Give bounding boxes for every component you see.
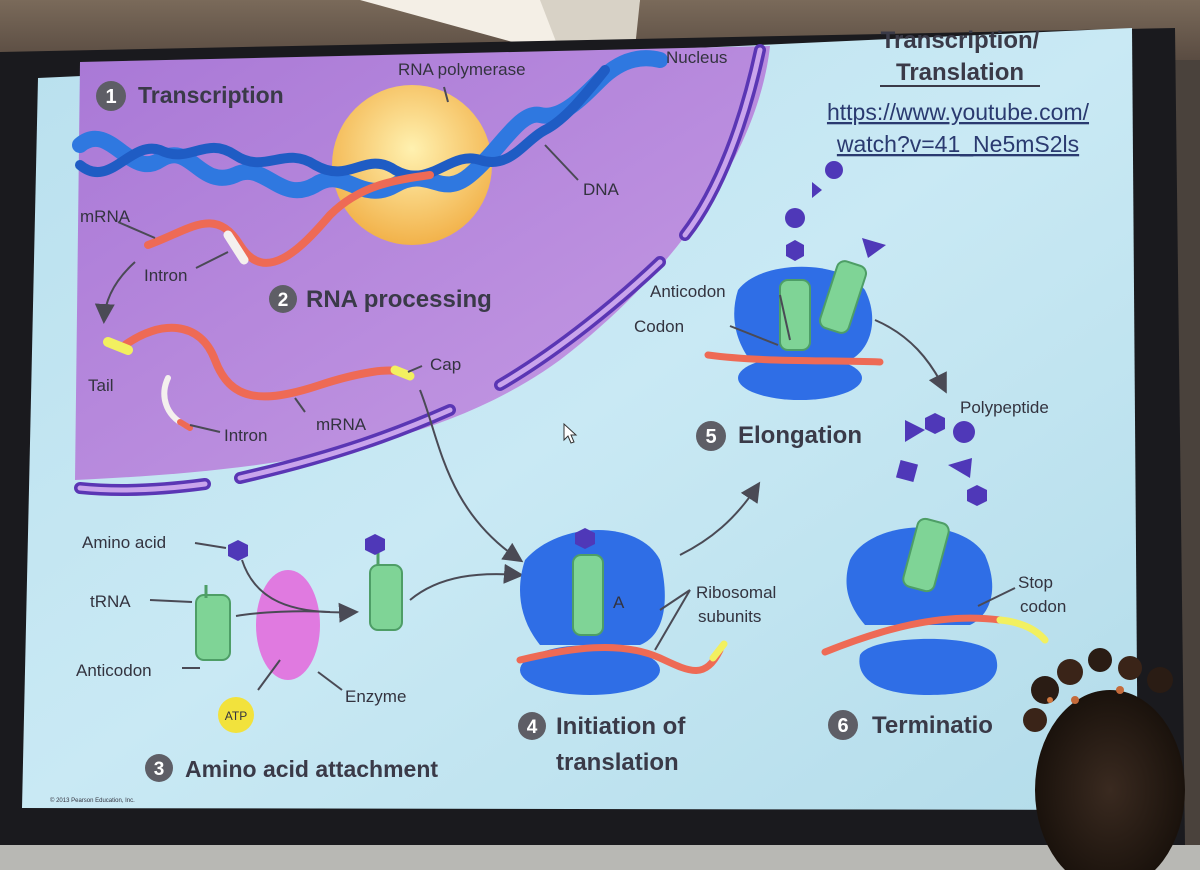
label-polypeptide: Polypeptide xyxy=(960,398,1049,417)
label-atp: ATP xyxy=(225,709,247,723)
step5-number: 5 xyxy=(705,426,716,448)
label-mrna-top: mRNA xyxy=(80,207,131,226)
label-ribosomal: Ribosomal xyxy=(696,583,776,602)
step4-label-line2: translation xyxy=(556,749,679,776)
label-subunits: subunits xyxy=(698,607,761,626)
step1-label: Transcription xyxy=(138,82,284,108)
step5-label: Elongation xyxy=(738,422,862,449)
label-nucleus: Nucleus xyxy=(666,48,727,67)
step2-label: RNA processing xyxy=(306,286,492,313)
slide-title-line2: Translation xyxy=(896,59,1024,86)
label-stop: Stop xyxy=(1018,573,1053,592)
trna-left xyxy=(196,595,230,660)
copyright-note: © 2013 Pearson Education, Inc. xyxy=(50,797,135,804)
label-cap: Cap xyxy=(430,355,461,374)
label-anticodon-left: Anticodon xyxy=(76,661,152,680)
label-site-a: A xyxy=(613,593,625,612)
label-tail: Tail xyxy=(88,376,114,395)
video-link-line2[interactable]: watch?v=41_Ne5mS2ls xyxy=(836,131,1079,157)
label-trna: tRNA xyxy=(90,592,131,611)
slide-title-line1: Transcription/ xyxy=(881,27,1040,54)
trna-charged xyxy=(370,565,402,630)
label-stop-codon: codon xyxy=(1020,597,1066,616)
wall-bottom xyxy=(0,845,1200,870)
label-enzyme: Enzyme xyxy=(345,687,406,706)
step3-number: 3 xyxy=(154,759,165,780)
video-link-line1[interactable]: https://www.youtube.com/ xyxy=(827,99,1090,125)
label-codon: Codon xyxy=(634,317,684,336)
enzyme-shape xyxy=(256,570,320,680)
step6-number: 6 xyxy=(837,715,848,737)
label-rna-polymerase: RNA polymerase xyxy=(398,60,526,79)
step6-label: Terminatio xyxy=(872,712,993,739)
step3-label: Amino acid attachment xyxy=(185,756,438,782)
step4-number: 4 xyxy=(527,717,538,738)
step1-number: 1 xyxy=(105,86,116,108)
label-intron-top: Intron xyxy=(144,266,187,285)
step2-number: 2 xyxy=(278,290,289,311)
step4-label-line1: Initiation of xyxy=(556,713,686,740)
label-amino-acid: Amino acid xyxy=(82,533,166,552)
label-intron-bottom: Intron xyxy=(224,426,267,445)
label-dna: DNA xyxy=(583,180,620,199)
label-anticodon-right: Anticodon xyxy=(650,282,726,301)
label-mrna-bottom: mRNA xyxy=(316,415,367,434)
